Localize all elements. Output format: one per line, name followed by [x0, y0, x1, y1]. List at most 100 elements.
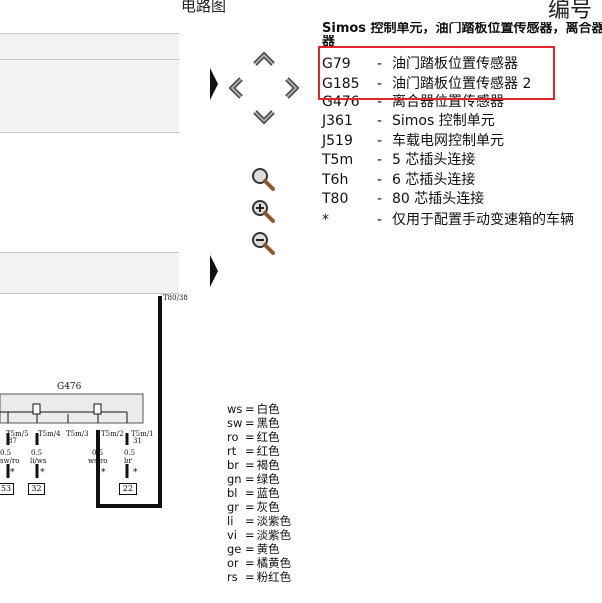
magnifier-icon	[252, 168, 275, 191]
zoom-in-button[interactable]	[250, 198, 276, 224]
color-key-abbr: sw	[227, 416, 243, 430]
color-key-equals: =	[245, 514, 255, 528]
legend-item-code: G185	[322, 76, 360, 92]
color-key-name: 黑色	[256, 416, 280, 430]
color-key-item: br =褐色	[227, 458, 280, 472]
color-key-equals: =	[245, 444, 255, 458]
color-key-abbr: rt	[227, 444, 237, 458]
pin-number: 87	[8, 437, 17, 445]
legend-item-dash: -	[377, 76, 383, 92]
connector-label: T80/38	[163, 294, 188, 302]
legend-item-dash: -	[377, 133, 383, 149]
legend-item-desc: 80 芯插头连接	[392, 191, 485, 207]
color-key-equals: =	[245, 542, 255, 556]
legend-item-code: *	[322, 212, 329, 228]
wire-color: ws/ro	[88, 457, 108, 465]
color-key-name: 红色	[256, 444, 280, 458]
reference-box[interactable]: 53	[0, 483, 14, 495]
pin-number: 31	[133, 437, 142, 445]
expand-arrow-icon[interactable]	[210, 255, 218, 287]
reference-box[interactable]: 22	[119, 483, 137, 495]
page-number-label: 编号	[548, 0, 593, 23]
color-key-abbr: ge	[227, 542, 242, 556]
color-key-abbr: rs	[227, 570, 238, 584]
chevron-up-icon	[253, 51, 275, 66]
pin-label: T5m/4	[38, 430, 61, 438]
pan-down-button[interactable]	[250, 104, 278, 132]
legend-item-desc: 车载电网控制单元	[392, 133, 504, 149]
legend-item-dash: -	[377, 113, 383, 129]
color-key-item: gr =灰色	[227, 500, 280, 514]
color-key-item: bl=蓝色	[227, 486, 280, 500]
top-panel	[0, 33, 179, 133]
footnote-star: *	[40, 468, 45, 478]
legend-heading-wrap: 器	[322, 35, 336, 49]
color-key-item: sw=黑色	[227, 416, 280, 430]
legend-item-desc: 5 芯插头连接	[392, 152, 476, 168]
color-key-abbr: ws	[227, 402, 243, 416]
pin-label: T5m/2	[101, 430, 124, 438]
color-key-name: 黄色	[256, 542, 280, 556]
color-key-name: 红色	[256, 430, 280, 444]
legend-item-dash: -	[377, 152, 383, 168]
color-key-name: 淡紫色	[256, 514, 292, 528]
chevron-down-icon	[253, 110, 275, 125]
footnote-star: *	[133, 468, 138, 478]
legend-item-code: T5m	[322, 152, 354, 168]
color-key-name: 粉红色	[256, 570, 292, 584]
color-key-equals: =	[245, 528, 255, 542]
wire-size: 0.5	[92, 449, 104, 457]
footnote-star: *	[10, 468, 15, 478]
chevron-right-icon	[285, 77, 300, 99]
color-key-abbr: li	[227, 514, 234, 528]
color-key-item: or=橘黄色	[227, 556, 291, 570]
legend-item-desc: 油门踏板位置传感器 2	[392, 76, 532, 92]
legend-item-code: G79	[322, 56, 351, 72]
pan-up-button[interactable]	[250, 44, 278, 72]
chevron-left-icon	[228, 77, 243, 99]
page-title: 电路图	[181, 0, 227, 15]
pan-left-button[interactable]	[221, 74, 249, 102]
legend-item-code: J519	[322, 133, 353, 149]
wire-size: 0.5	[0, 449, 12, 457]
zoom-in-icon	[252, 200, 275, 223]
color-key-abbr: ro	[227, 430, 239, 444]
pan-right-button[interactable]	[279, 74, 307, 102]
color-key-equals: =	[245, 458, 255, 472]
color-key-name: 灰色	[256, 500, 280, 514]
color-key-abbr: or	[227, 556, 239, 570]
color-key-equals: =	[245, 570, 255, 584]
pin-label: T5m/1	[131, 430, 154, 438]
reference-box[interactable]: 32	[28, 483, 45, 495]
color-key-name: 淡紫色	[256, 528, 292, 542]
pin-label: T5m/3	[66, 430, 89, 438]
expand-arrow-icon[interactable]	[210, 68, 218, 100]
wire-size: 0.5	[31, 449, 43, 457]
color-key-equals: =	[245, 500, 255, 514]
legend-item-desc: Simos 控制单元	[392, 113, 495, 129]
zoom-out-button[interactable]	[250, 230, 276, 256]
color-key-equals: =	[245, 472, 255, 486]
legend-item-code: J361	[322, 113, 353, 129]
wire-color: li/ws	[30, 457, 47, 465]
color-key-name: 褐色	[256, 458, 280, 472]
color-key-equals: =	[245, 556, 255, 570]
color-key-abbr: gr	[227, 500, 240, 514]
color-key-item: rt =红色	[227, 444, 280, 458]
legend-item-code: T6h	[322, 172, 349, 188]
color-key-item: ge=黄色	[227, 542, 280, 556]
zoom-out-icon	[252, 232, 275, 255]
color-key-abbr: gn	[227, 472, 242, 486]
color-key-equals: =	[245, 486, 255, 500]
color-key-name: 白色	[256, 402, 280, 416]
color-key-item: ws=白色	[227, 402, 280, 416]
magnify-button[interactable]	[250, 166, 276, 192]
wire-color: br	[124, 457, 132, 465]
color-key-item: gn=绿色	[227, 472, 280, 486]
color-key-equals: =	[245, 430, 255, 444]
wire-size: 0.5	[124, 449, 136, 457]
color-key-abbr: br	[227, 458, 240, 472]
color-key-item: ro =红色	[227, 430, 280, 444]
color-key-abbr: bl	[227, 486, 238, 500]
legend-item-desc: 仅用于配置手动变速箱的车辆	[392, 212, 574, 228]
